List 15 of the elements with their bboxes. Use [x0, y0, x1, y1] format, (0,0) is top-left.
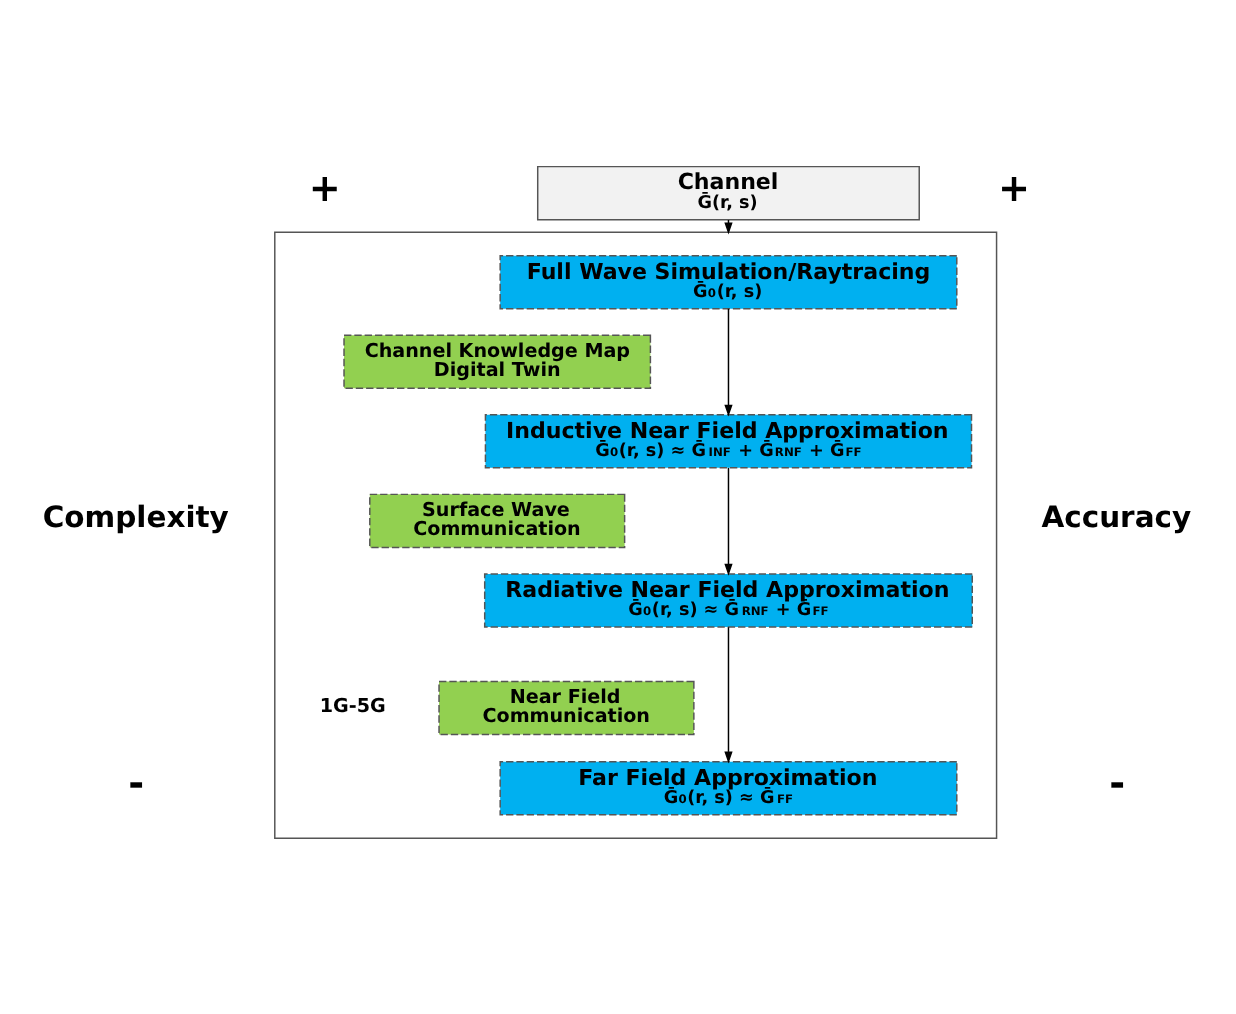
label: Complexity [42, 499, 229, 534]
label: + [308, 163, 341, 210]
label: 1G-5G [319, 694, 386, 717]
node-box: Channel Ḡ(r, s) [537, 164, 920, 220]
node-box: Channel Knowledge Map Digital Twin [343, 333, 652, 389]
node-box: Surface Wave Communication [369, 492, 626, 548]
arrow [724, 466, 733, 575]
arrow [724, 625, 733, 763]
arrow [724, 307, 733, 416]
label: - [128, 759, 145, 806]
label: - [1109, 759, 1126, 806]
cluster [274, 230, 998, 839]
node-box: Near Field Communication [438, 679, 695, 735]
label: + [998, 163, 1031, 210]
label: Accuracy [1041, 499, 1192, 534]
